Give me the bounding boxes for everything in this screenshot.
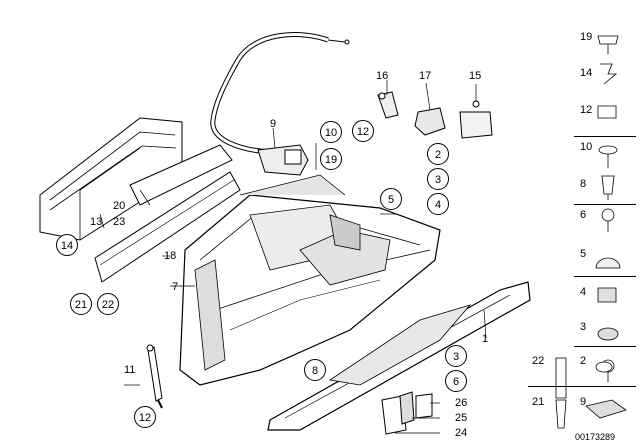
- cable-end: [327, 39, 346, 43]
- callout-circle-12-bottom: 12: [134, 406, 156, 428]
- clip-part-24: [381, 395, 407, 435]
- sidebar-num-10: 10: [580, 141, 593, 153]
- callout-18: 18: [164, 250, 177, 262]
- sidebar-divider: [574, 346, 636, 347]
- callout-circle-10: 10: [320, 121, 342, 143]
- callout-circle-22: 22: [97, 293, 119, 315]
- callout-13: 13: [90, 216, 103, 228]
- callout-15: 15: [469, 70, 482, 82]
- callout-7: 7: [172, 281, 179, 293]
- bracket-part-17: [414, 107, 446, 136]
- sidebar-num-22: 22: [532, 355, 545, 367]
- sidebar-num-14: 14: [580, 67, 593, 79]
- callout-circle-4: 4: [427, 193, 449, 215]
- clip-part-26: [415, 393, 433, 419]
- bowden-cable-inner: [211, 33, 329, 154]
- sidebar-divider: [574, 204, 636, 205]
- callout-25: 25: [455, 412, 468, 424]
- sidebar-num-6: 6: [580, 209, 587, 221]
- sidebar-num-12: 12: [580, 104, 593, 116]
- sidebar-num-19: 19: [580, 31, 593, 43]
- sidebar-num-21: 21: [532, 396, 545, 408]
- image-number: 00173289: [575, 432, 616, 442]
- sidebar-num-4: 4: [580, 286, 587, 298]
- callout-17: 17: [419, 70, 432, 82]
- callout-circle-19: 19: [320, 148, 342, 170]
- callout-20: 20: [113, 200, 126, 212]
- callout-circle-5: 5: [380, 188, 402, 210]
- sidebar-num-2: 2: [580, 355, 587, 367]
- sidebar-num-5: 5: [580, 248, 587, 260]
- callout-circle-14: 14: [56, 234, 78, 256]
- gas-spring-part-11: [147, 346, 163, 402]
- callout-circle-21: 21: [70, 293, 92, 315]
- callout-circle-2-top: 2: [427, 143, 449, 165]
- sidebar-divider: [574, 276, 636, 277]
- sidebar-divider: [574, 136, 636, 137]
- callout-circle-3-bottom: 3: [445, 345, 467, 367]
- bracket-part-15: [459, 111, 493, 139]
- callout-circle-6: 6: [445, 370, 467, 392]
- bowden-cable: [210, 32, 329, 155]
- sidebar-divider: [528, 386, 636, 387]
- sidebar-num-8: 8: [580, 178, 587, 190]
- callout-circle-3-top: 3: [427, 168, 449, 190]
- sidebar-num-3: 3: [580, 321, 587, 333]
- clip-part-25: [399, 391, 415, 425]
- callout-16: 16: [376, 70, 389, 82]
- sidebar-num-9: 9: [580, 396, 587, 408]
- callout-26: 26: [455, 397, 468, 409]
- trim-strip-part-20: [129, 144, 233, 206]
- callout-24: 24: [455, 427, 468, 439]
- callout-23: 23: [113, 216, 126, 228]
- callout-circle-12-top: 12: [352, 120, 374, 142]
- callout-11: 11: [124, 364, 136, 376]
- sidebar-icons: [555, 35, 627, 429]
- callout-1: 1: [482, 333, 489, 345]
- callout-circle-8: 8: [304, 359, 326, 381]
- callout-9: 9: [270, 118, 277, 130]
